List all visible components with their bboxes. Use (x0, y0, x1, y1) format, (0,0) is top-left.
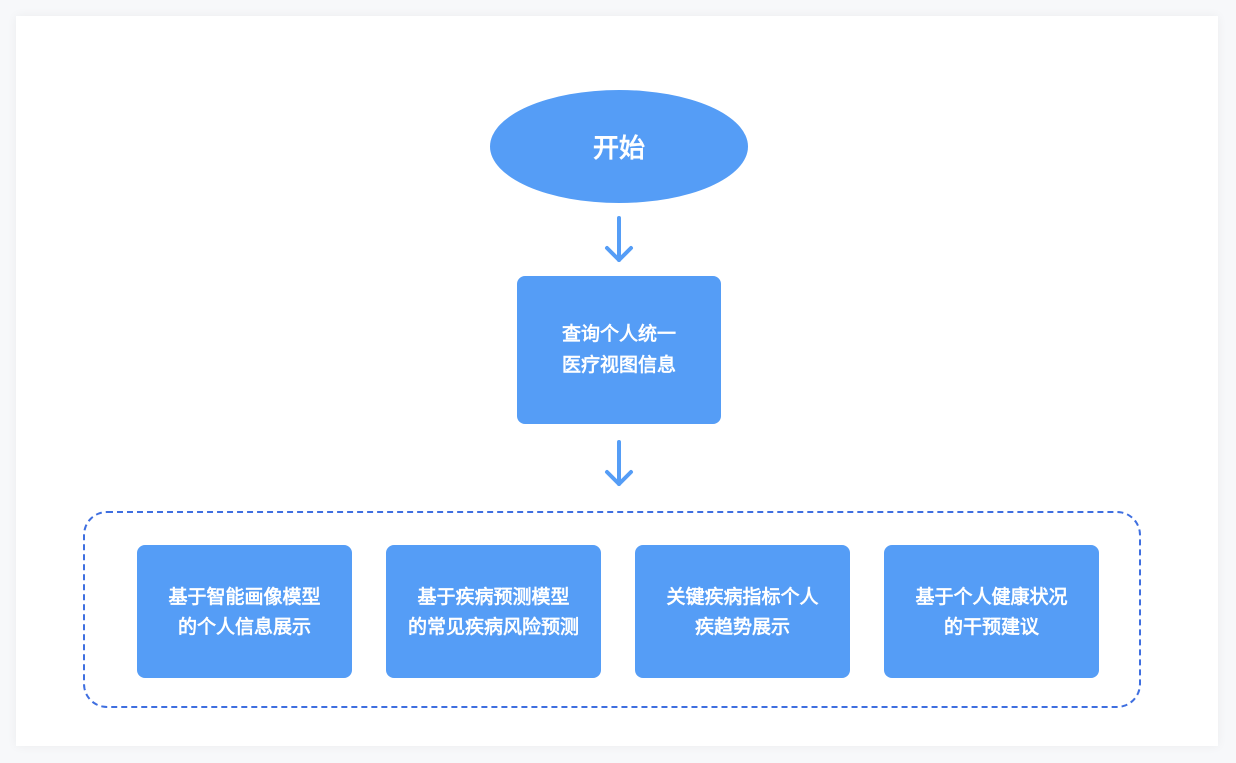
feature-label-line1: 基于疾病预测模型 (417, 585, 570, 608)
start-node: 开始 (490, 90, 748, 203)
feature-label-line1: 基于智能画像模型 (168, 585, 321, 608)
query-label-line2: 医疗视图信息 (561, 354, 676, 376)
query-node: 查询个人统一 医疗视图信息 (517, 276, 721, 424)
feature-label-line1: 基于个人健康状况 (915, 585, 1068, 608)
feature-group (83, 511, 1141, 708)
feature-label-line2: 的常见疾病风险预测 (407, 615, 579, 638)
feature-label-line2: 的干预建议 (943, 615, 1039, 638)
feature-label-line2: 的个人信息展示 (177, 615, 311, 638)
feature-node-trend: 关键疾病指标个人 疾趋势展示 (635, 545, 850, 678)
feature-label-line1: 关键疾病指标个人 (666, 585, 819, 608)
feature-node-risk-prediction: 基于疾病预测模型 的常见疾病风险预测 (386, 545, 601, 678)
feature-label-line2: 疾趋势展示 (694, 615, 790, 638)
start-label: 开始 (592, 134, 645, 164)
down-arrow-icon (605, 216, 633, 262)
down-arrow-icon (605, 440, 633, 486)
feature-node-portrait: 基于智能画像模型 的个人信息展示 (137, 545, 352, 678)
feature-node-intervention: 基于个人健康状况 的干预建议 (884, 545, 1099, 678)
query-label-line1: 查询个人统一 (561, 323, 676, 345)
